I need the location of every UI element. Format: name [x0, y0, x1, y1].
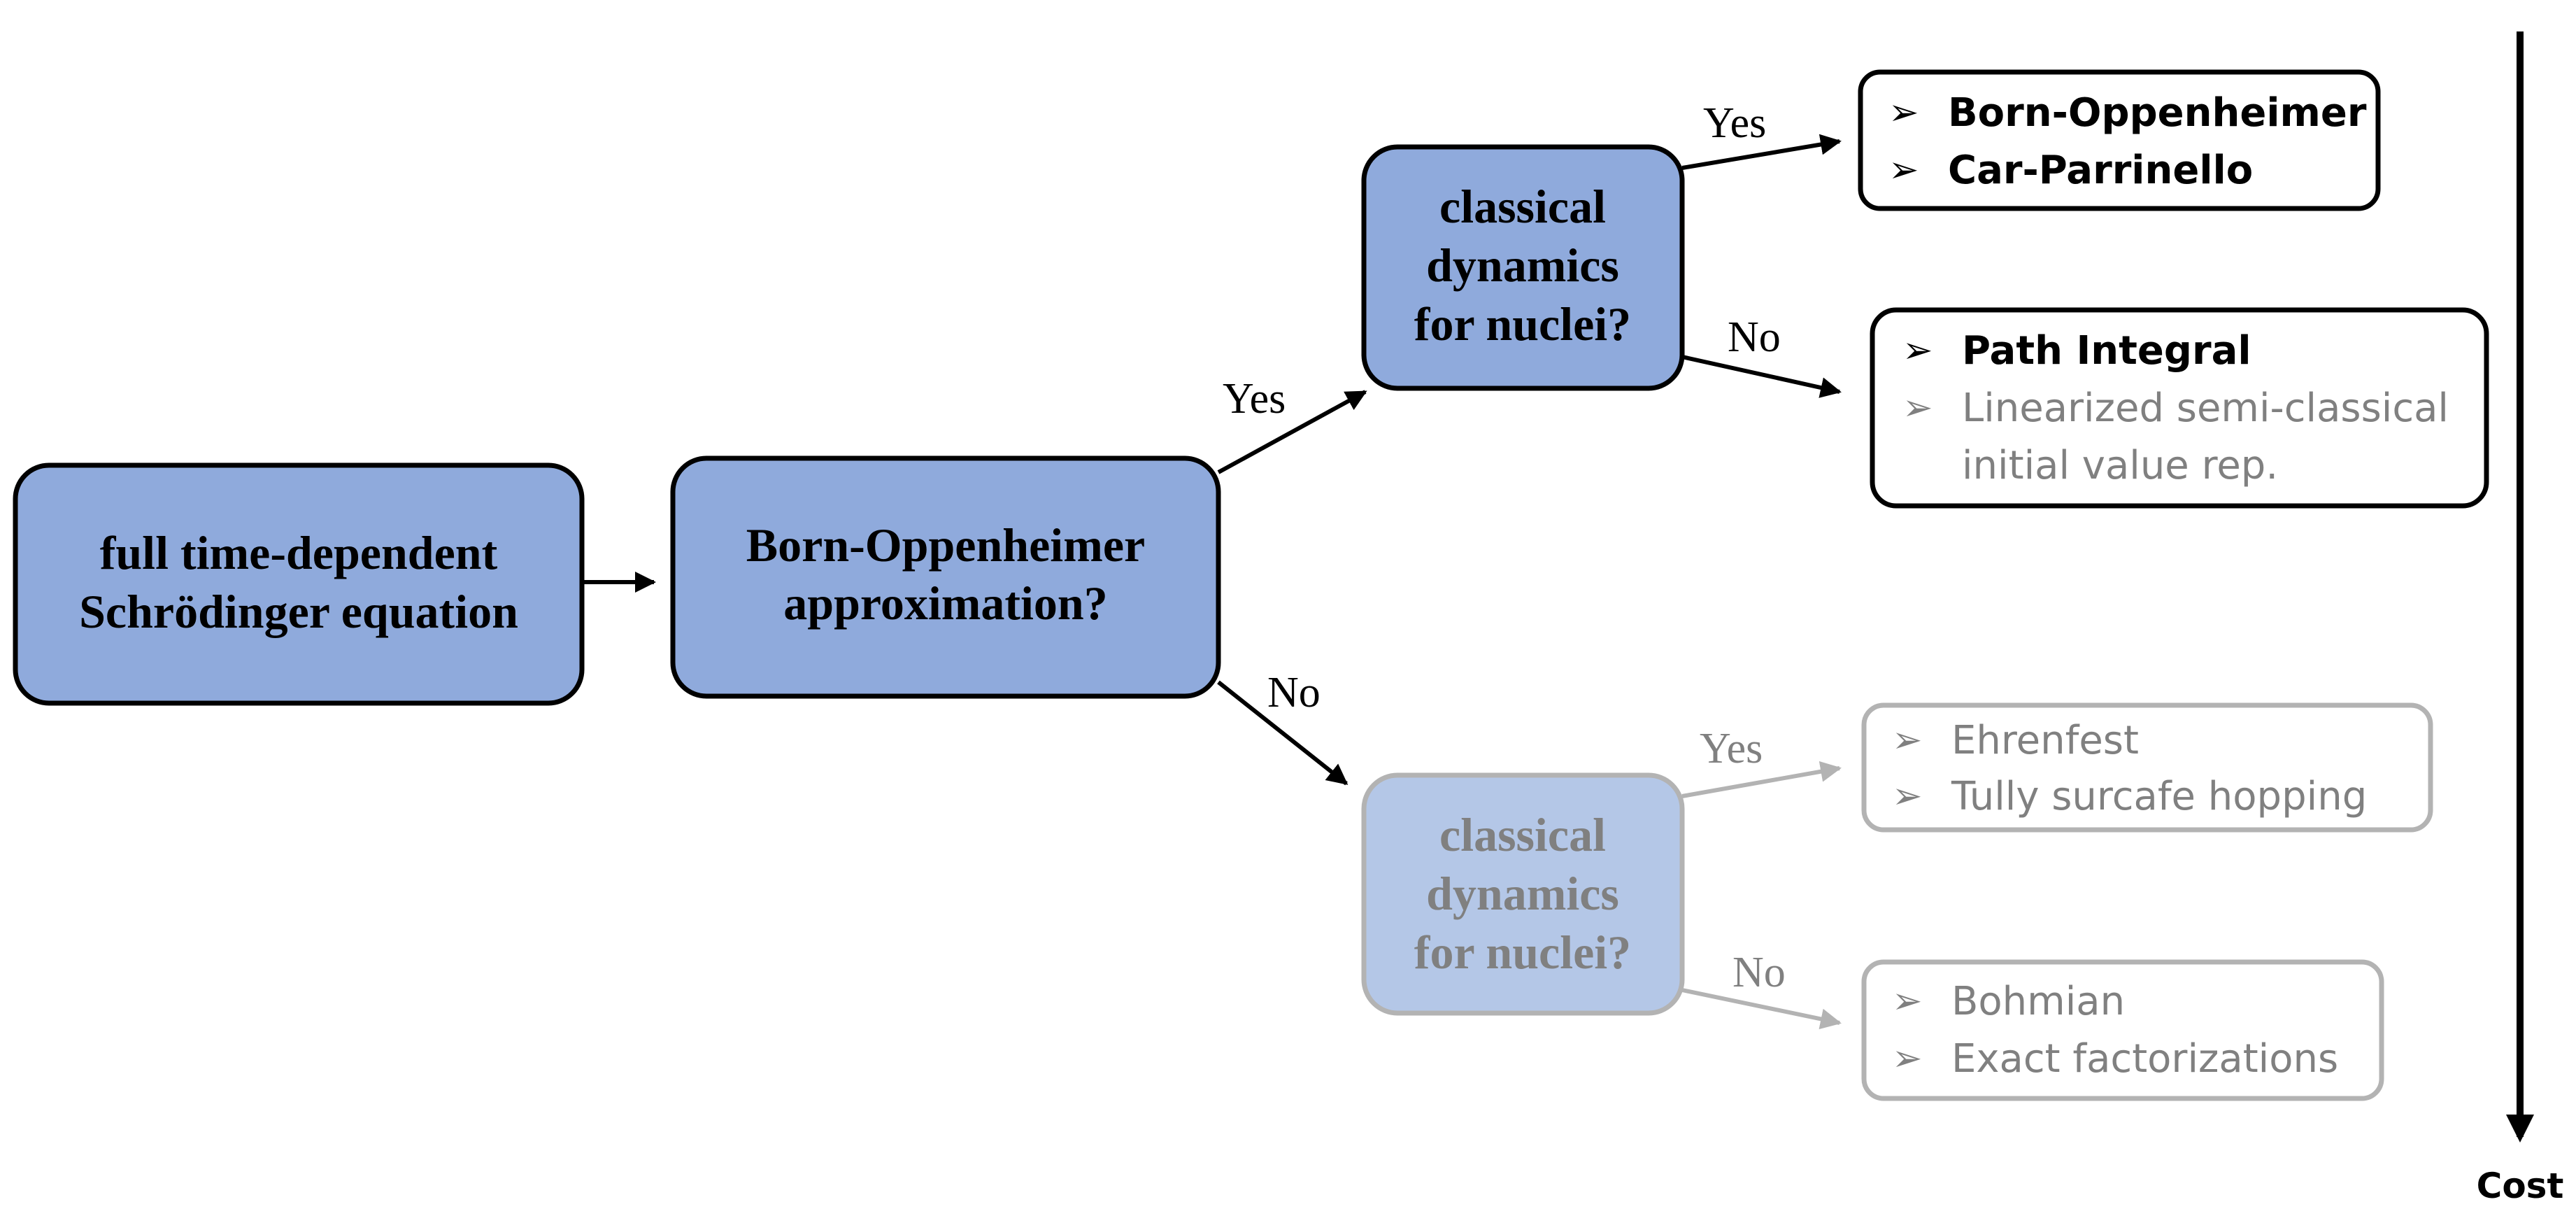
arrow-bo-yes — [1217, 390, 1367, 474]
bullet-icon: ➢ — [1892, 775, 1923, 817]
result-item: ➢ Tully surcafe hopping — [1892, 774, 2367, 819]
result-item: ➢ Path Integral — [1902, 328, 2251, 374]
result-box-top-no: ➢ Path Integral ➢ Linearized semi-classi… — [1870, 307, 2489, 509]
arrow-bottom-yes — [1681, 761, 1842, 798]
cost-axis: Cost — [2477, 31, 2564, 1206]
edge-label-top-yes: Yes — [1703, 99, 1766, 147]
result-item: ➢ Born-Oppenheimer — [1888, 90, 2367, 136]
node-tdse: full time-dependent Schrödinger equation — [13, 462, 585, 706]
result-item-label: Born-Oppenheimer — [1948, 90, 2367, 136]
result-item-label: Tully surcafe hopping — [1951, 774, 2367, 819]
edge-label-bottom-yes: Yes — [1700, 725, 1763, 772]
result-item: ➢ Linearized semi-classical initial valu… — [1902, 386, 2449, 488]
edge-label-bo-no: No — [1267, 669, 1321, 716]
node-classical-bottom-line2: dynamics — [1426, 867, 1619, 920]
node-bo-approximation: Born-Oppenheimer approximation? — [670, 455, 1221, 699]
node-bo-line2: approximation? — [783, 577, 1107, 630]
node-classical-bottom-line1: classical — [1439, 808, 1606, 861]
edge-label-bottom-no: No — [1732, 949, 1786, 996]
result-item-label-continued: initial value rep. — [1962, 443, 2278, 488]
bullet-icon: ➢ — [1902, 330, 1933, 372]
bullet-icon: ➢ — [1888, 149, 1919, 191]
result-item-label: Car-Parrinello — [1948, 148, 2253, 193]
result-box-top-yes: ➢ Born-Oppenheimer ➢ Car-Parrinello — [1858, 69, 2381, 211]
bullet-icon: ➢ — [1892, 719, 1923, 761]
node-classical-top-line2: dynamics — [1426, 239, 1619, 292]
result-item-label: Bohmian — [1951, 979, 2125, 1024]
node-tdse-line1: full time-dependent — [100, 526, 498, 579]
result-box-bottom-yes: ➢ Ehrenfest ➢ Tully surcafe hopping — [1861, 702, 2433, 833]
node-tdse-line2: Schrödinger equation — [79, 585, 518, 638]
node-classical-top: classical dynamics for nuclei? — [1361, 144, 1685, 391]
cost-axis-label: Cost — [2477, 1166, 2564, 1206]
edge-label-bo-yes: Yes — [1223, 375, 1286, 423]
node-classical-top-line1: classical — [1439, 180, 1606, 233]
edge-label-top-no: No — [1728, 313, 1781, 361]
result-item-label: Path Integral — [1962, 328, 2251, 374]
node-classical-bottom-line3: for nuclei? — [1414, 926, 1631, 979]
bullet-icon: ➢ — [1902, 387, 1933, 429]
result-item: ➢ Exact factorizations — [1892, 1036, 2338, 1082]
bullet-icon: ➢ — [1888, 92, 1919, 134]
result-item: ➢ Car-Parrinello — [1888, 148, 2253, 193]
result-item-label: Exact factorizations — [1951, 1036, 2338, 1082]
arrow-top-yes — [1681, 134, 1842, 170]
arrow-bo-no — [1217, 680, 1349, 786]
arrow-top-no — [1681, 355, 1842, 398]
result-item: ➢ Ehrenfest — [1892, 718, 2139, 763]
result-box-bottom-no: ➢ Bohmian ➢ Exact factorizations — [1861, 959, 2384, 1101]
node-classical-top-line3: for nuclei? — [1414, 297, 1631, 351]
bullet-icon: ➢ — [1892, 980, 1923, 1022]
node-bo-line1: Born-Oppenheimer — [746, 518, 1145, 572]
bullet-icon: ➢ — [1892, 1038, 1923, 1080]
arrow-bottom-no — [1681, 988, 1842, 1030]
result-item: ➢ Bohmian — [1892, 979, 2125, 1024]
node-classical-bottom: classical dynamics for nuclei? — [1361, 772, 1685, 1016]
result-item-label: Linearized semi-classical — [1962, 386, 2449, 431]
result-item-label: Ehrenfest — [1951, 718, 2139, 763]
